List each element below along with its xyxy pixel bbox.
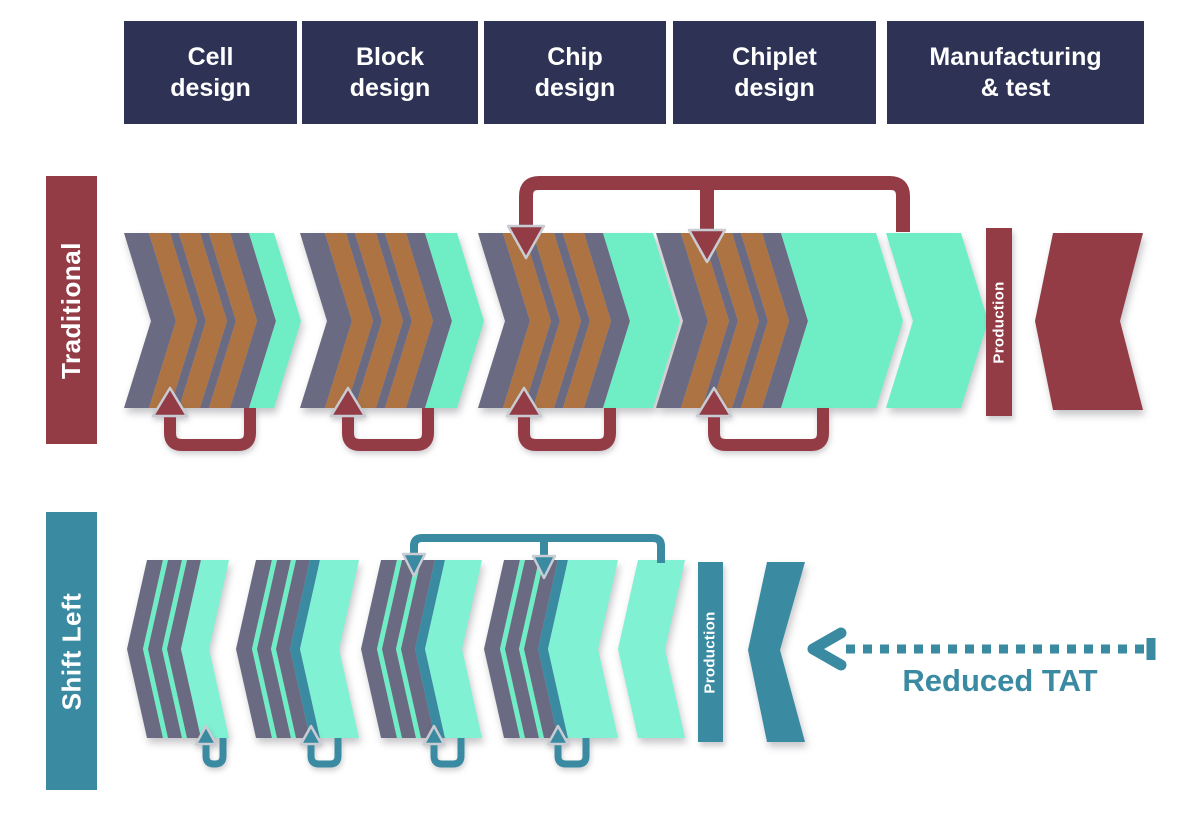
stage-label-line: design — [534, 73, 616, 102]
stage-label-line: design — [734, 73, 815, 102]
stage-label-line: design — [170, 73, 251, 102]
traditional-stage-chevrons — [124, 233, 1143, 410]
shift-left-iteration-loops — [194, 724, 590, 768]
shift-left-top-feedback-arrow — [401, 534, 665, 580]
stage-box-block-design: Block design — [302, 21, 478, 124]
stage-box-chiplet-design: Chiplet design — [673, 21, 876, 124]
stage-label-line: Block — [355, 42, 425, 71]
stage-label-line: & test — [980, 73, 1051, 102]
shift-left-stage-chevrons — [127, 560, 805, 742]
stage-box-chip-design: Chip design — [484, 21, 666, 124]
stage-label-line: design — [349, 73, 431, 102]
stage-box-manufacturing-test: Manufacturing & test — [887, 21, 1144, 124]
traditional-top-feedback-arrow — [506, 176, 910, 264]
row-label-traditional: Traditional — [46, 176, 97, 444]
stage-label-line: Cell — [187, 42, 234, 71]
stage-label-line: Manufacturing — [929, 42, 1102, 71]
stage-box-cell-design: Cell design — [124, 21, 297, 124]
stage-label-line: Chip — [547, 42, 603, 71]
stage-label-line: Chiplet — [732, 42, 817, 71]
traditional-iteration-loops — [151, 386, 829, 451]
row-label-shift-left: Shift Left — [46, 512, 97, 790]
reduced-tat-label: Reduced TAT — [902, 663, 1098, 698]
production-bar-shift-left: Production — [698, 562, 723, 742]
reduced-tat-arrow — [807, 627, 1156, 671]
production-bar-traditional: Production — [986, 228, 1012, 416]
